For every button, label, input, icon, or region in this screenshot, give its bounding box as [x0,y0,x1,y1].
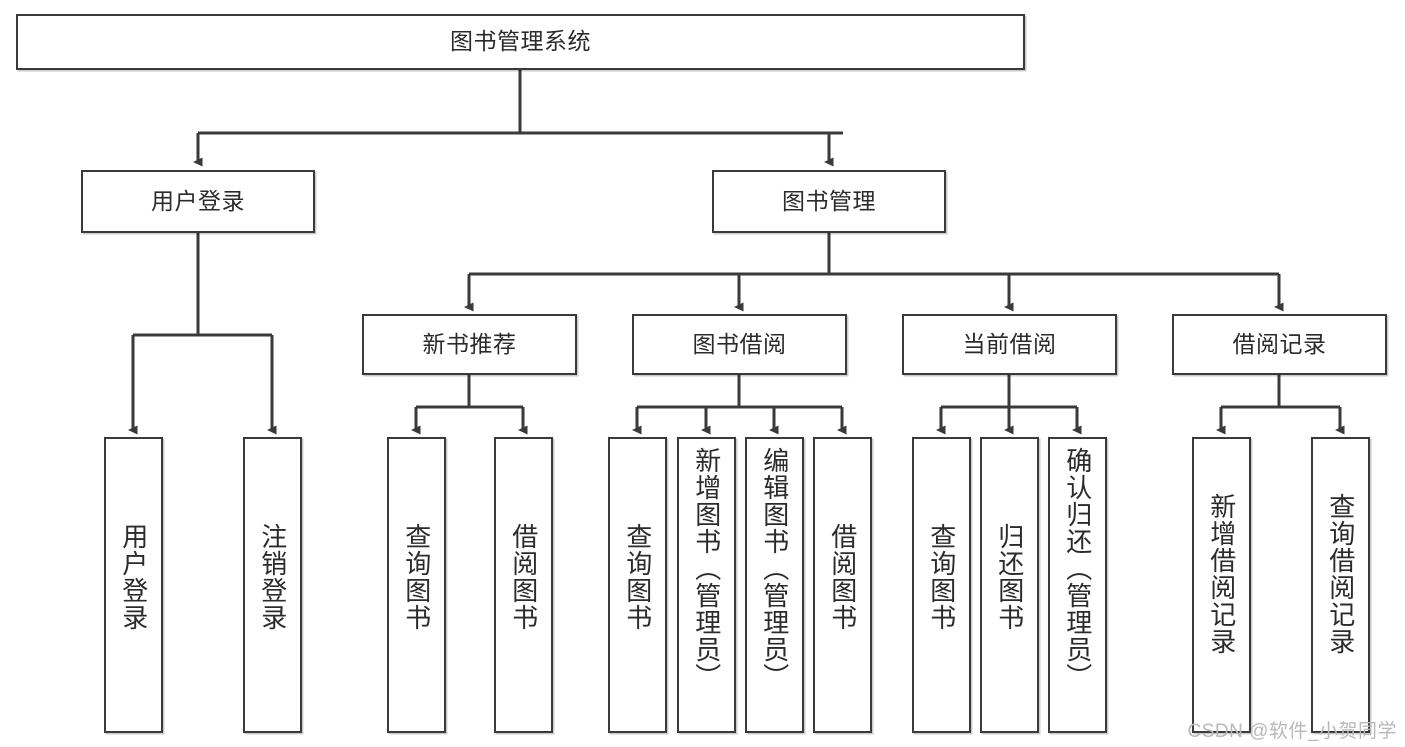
leaf-book-borrow-3[interactable]: 编辑图书（管理员） [745,437,804,733]
leaf-new-book-1-label: 查询图书 [401,523,432,631]
node-current-borrow-label: 当前借阅 [962,330,1057,357]
leaf-borrow-record-1-label: 新增借阅记录 [1206,493,1237,655]
leaf-user-login-1[interactable]: 用户登录 [104,437,163,733]
leaf-current-borrow-1[interactable]: 查询图书 [912,437,971,733]
node-root[interactable]: 图书管理系统 [16,14,1025,70]
node-user-login[interactable]: 用户登录 [81,170,315,233]
leaf-book-borrow-2[interactable]: 新增图书（管理员） [677,437,736,733]
leaf-borrow-record-1[interactable]: 新增借阅记录 [1192,437,1251,733]
leaf-user-login-1-label: 用户登录 [118,523,149,631]
watermark: CSDN @软件_小贺同学 [1187,721,1397,742]
node-new-book-recommend[interactable]: 新书推荐 [362,314,577,375]
leaf-book-borrow-1[interactable]: 查询图书 [608,437,667,733]
node-book-borrow[interactable]: 图书借阅 [632,314,847,375]
leaf-borrow-record-2[interactable]: 查询借阅记录 [1311,437,1370,733]
leaf-new-book-1[interactable]: 查询图书 [387,437,446,733]
leaf-book-borrow-4-label: 借阅图书 [827,523,858,631]
leaf-current-borrow-1-label: 查询图书 [926,523,957,631]
node-borrow-record[interactable]: 借阅记录 [1172,314,1387,375]
leaf-book-borrow-4[interactable]: 借阅图书 [813,437,872,733]
leaf-current-borrow-3-label: 确认归还（管理员） [1062,447,1093,690]
node-book-manage[interactable]: 图书管理 [712,170,946,233]
node-new-book-recommend-label: 新书推荐 [422,330,517,357]
node-user-login-label: 用户登录 [151,187,245,214]
leaf-new-book-2-label: 借阅图书 [508,523,539,631]
leaf-current-borrow-2[interactable]: 归还图书 [980,437,1039,733]
node-book-manage-label: 图书管理 [782,187,876,214]
leaf-book-borrow-3-label: 编辑图书（管理员） [759,447,790,690]
node-current-borrow[interactable]: 当前借阅 [902,314,1117,375]
leaf-borrow-record-2-label: 查询借阅记录 [1325,493,1356,655]
leaf-new-book-2[interactable]: 借阅图书 [494,437,553,733]
node-root-label: 图书管理系统 [450,28,591,55]
leaf-current-borrow-2-label: 归还图书 [994,523,1025,631]
leaf-user-login-2-label: 注销登录 [257,523,288,631]
leaf-user-login-2[interactable]: 注销登录 [243,437,302,733]
node-book-borrow-label: 图书借阅 [692,330,787,357]
leaf-book-borrow-2-label: 新增图书（管理员） [691,447,722,690]
leaf-current-borrow-3[interactable]: 确认归还（管理员） [1048,437,1107,733]
node-borrow-record-label: 借阅记录 [1232,330,1327,357]
leaf-book-borrow-1-label: 查询图书 [622,523,653,631]
